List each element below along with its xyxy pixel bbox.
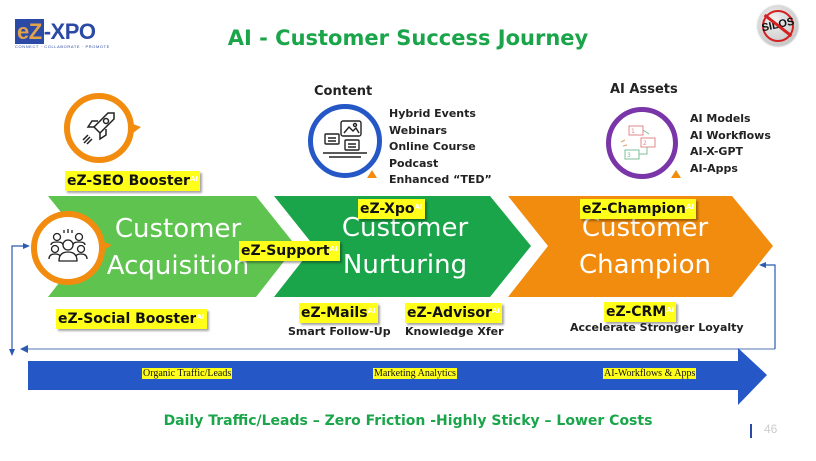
stage-champion-label: Customer Champion xyxy=(560,210,730,284)
stage-line: Customer xyxy=(114,214,242,244)
seo-circle-tail xyxy=(133,124,141,133)
stage-acquisition-label: Customer Acquisition xyxy=(98,211,258,285)
right-feedback-arrow xyxy=(766,264,776,349)
ai-asset-item: AI Models xyxy=(690,112,751,125)
ai-asset-item: AI Workflows xyxy=(690,128,771,142)
content-list: Hybrid Events Webinars Online Course Pod… xyxy=(389,106,492,189)
tag-advisor[interactable]: eZ-AdvisorAI xyxy=(405,303,502,323)
page-number-divider xyxy=(750,424,752,438)
ai-superscript: AI xyxy=(666,306,675,314)
team-icon xyxy=(48,229,88,262)
acq-circle xyxy=(31,211,105,285)
stage-nurturing-label: Customer Nurturing xyxy=(325,210,485,284)
tag-social-booster[interactable]: eZ-Social BoosterAI xyxy=(56,309,207,329)
arrowhead-right xyxy=(23,243,30,249)
content-media-icon xyxy=(323,120,367,158)
tag-xpo[interactable]: eZ-XpoAI xyxy=(358,199,425,219)
seo-circle xyxy=(64,93,134,163)
tag-text: eZ-Champion xyxy=(582,201,686,217)
acq-circle-tail xyxy=(104,242,112,250)
tag-text: eZ-Advisor xyxy=(407,305,492,321)
stage-nurturing-chevron xyxy=(274,196,531,297)
ezxpo-logo: eZ-XPO CONNECT · COLLABORATE · PROMOTE xyxy=(15,19,110,49)
svg-text:1: 1 xyxy=(631,128,635,135)
svg-text:3: 3 xyxy=(627,152,631,159)
ai-superscript: AI xyxy=(491,307,500,315)
bar-label-workflows: AI-Workflows & Apps xyxy=(603,368,697,379)
content-item: Hybrid Events xyxy=(389,107,476,120)
no-silos-icon: SILOS xyxy=(758,6,798,46)
left-feedback-arrow xyxy=(11,245,23,352)
stage-champion-chevron xyxy=(508,196,773,297)
tag-text: eZ-Social Booster xyxy=(58,311,197,327)
ai-superscript: AI xyxy=(685,203,694,211)
rocket-icon xyxy=(82,112,115,145)
ai-assets-circle: 1 2 3 xyxy=(606,107,678,179)
logo-tagline: CONNECT · COLLABORATE · PROMOTE xyxy=(15,44,110,49)
content-item: Enhanced “TED” xyxy=(389,173,492,186)
tag-text: eZ-SEO Booster xyxy=(67,173,190,189)
tag-seo-booster[interactable]: eZ-SEO BoosterAI xyxy=(65,171,200,191)
content-circle xyxy=(308,104,382,178)
stage-line: Champion xyxy=(578,250,711,280)
content-heading: Content xyxy=(314,84,373,99)
ai-asset-item: AI-Apps xyxy=(690,161,738,175)
page-title: AI - Customer Success Journey xyxy=(227,26,589,50)
logo-ez: eZ xyxy=(15,19,44,44)
bar-label-analytics: Marketing Analytics xyxy=(373,368,457,379)
prohibit-ring xyxy=(762,10,794,42)
tag-crm[interactable]: eZ-CRMAI xyxy=(604,302,677,322)
page-number: 46 xyxy=(764,422,778,436)
content-item: Webinars xyxy=(389,123,448,137)
ai-superscript: AI xyxy=(196,313,205,321)
workflow-steps-icon: 1 2 3 xyxy=(620,125,656,160)
tag-text: eZ-Xpo xyxy=(360,201,415,217)
tag-text: eZ-Mails xyxy=(301,305,368,321)
ai-assets-heading: AI Assets xyxy=(610,82,678,97)
content-item: Online Course xyxy=(389,140,476,153)
content-circle-tail xyxy=(367,170,377,178)
arrowhead-down xyxy=(9,349,15,356)
stage-line: Acquisition xyxy=(106,251,250,281)
arrowhead-left xyxy=(759,262,766,268)
ai-circle-tail xyxy=(671,170,681,178)
svg-text:2: 2 xyxy=(643,140,647,147)
ai-superscript: AI xyxy=(189,175,198,183)
ai-superscript: AI xyxy=(414,203,423,211)
bar-label-organic: Organic Traffic/Leads xyxy=(142,368,233,379)
stage-acquisition-chevron xyxy=(48,196,296,297)
tag-text: eZ-Support xyxy=(241,243,330,259)
ai-assets-list: AI Models AI Workflows AI-X-GPT AI-Apps xyxy=(690,111,771,177)
ai-asset-item: AI-X-GPT xyxy=(690,145,744,158)
return-arrowhead xyxy=(20,345,28,353)
content-item: Podcast xyxy=(389,156,439,170)
mails-subtext: Smart Follow-Up xyxy=(288,325,391,338)
tag-champion[interactable]: eZ-ChampionAI xyxy=(580,199,696,219)
stage-line: Nurturing xyxy=(342,250,468,280)
tag-support[interactable]: eZ-SupportAI xyxy=(239,241,340,261)
advisor-subtext: Knowledge Xfer xyxy=(405,325,504,338)
logo-xpo: -XPO xyxy=(43,19,96,44)
tag-text: eZ-CRM xyxy=(606,304,667,320)
ai-superscript: AI xyxy=(367,307,376,315)
crm-subtext: Accelerate Stronger Loyalty xyxy=(570,321,744,334)
footer-tagline: Daily Traffic/Leads – Zero Friction -Hig… xyxy=(163,413,653,429)
ai-superscript: AI xyxy=(329,245,338,253)
tag-mails[interactable]: eZ-MailsAI xyxy=(299,303,378,323)
